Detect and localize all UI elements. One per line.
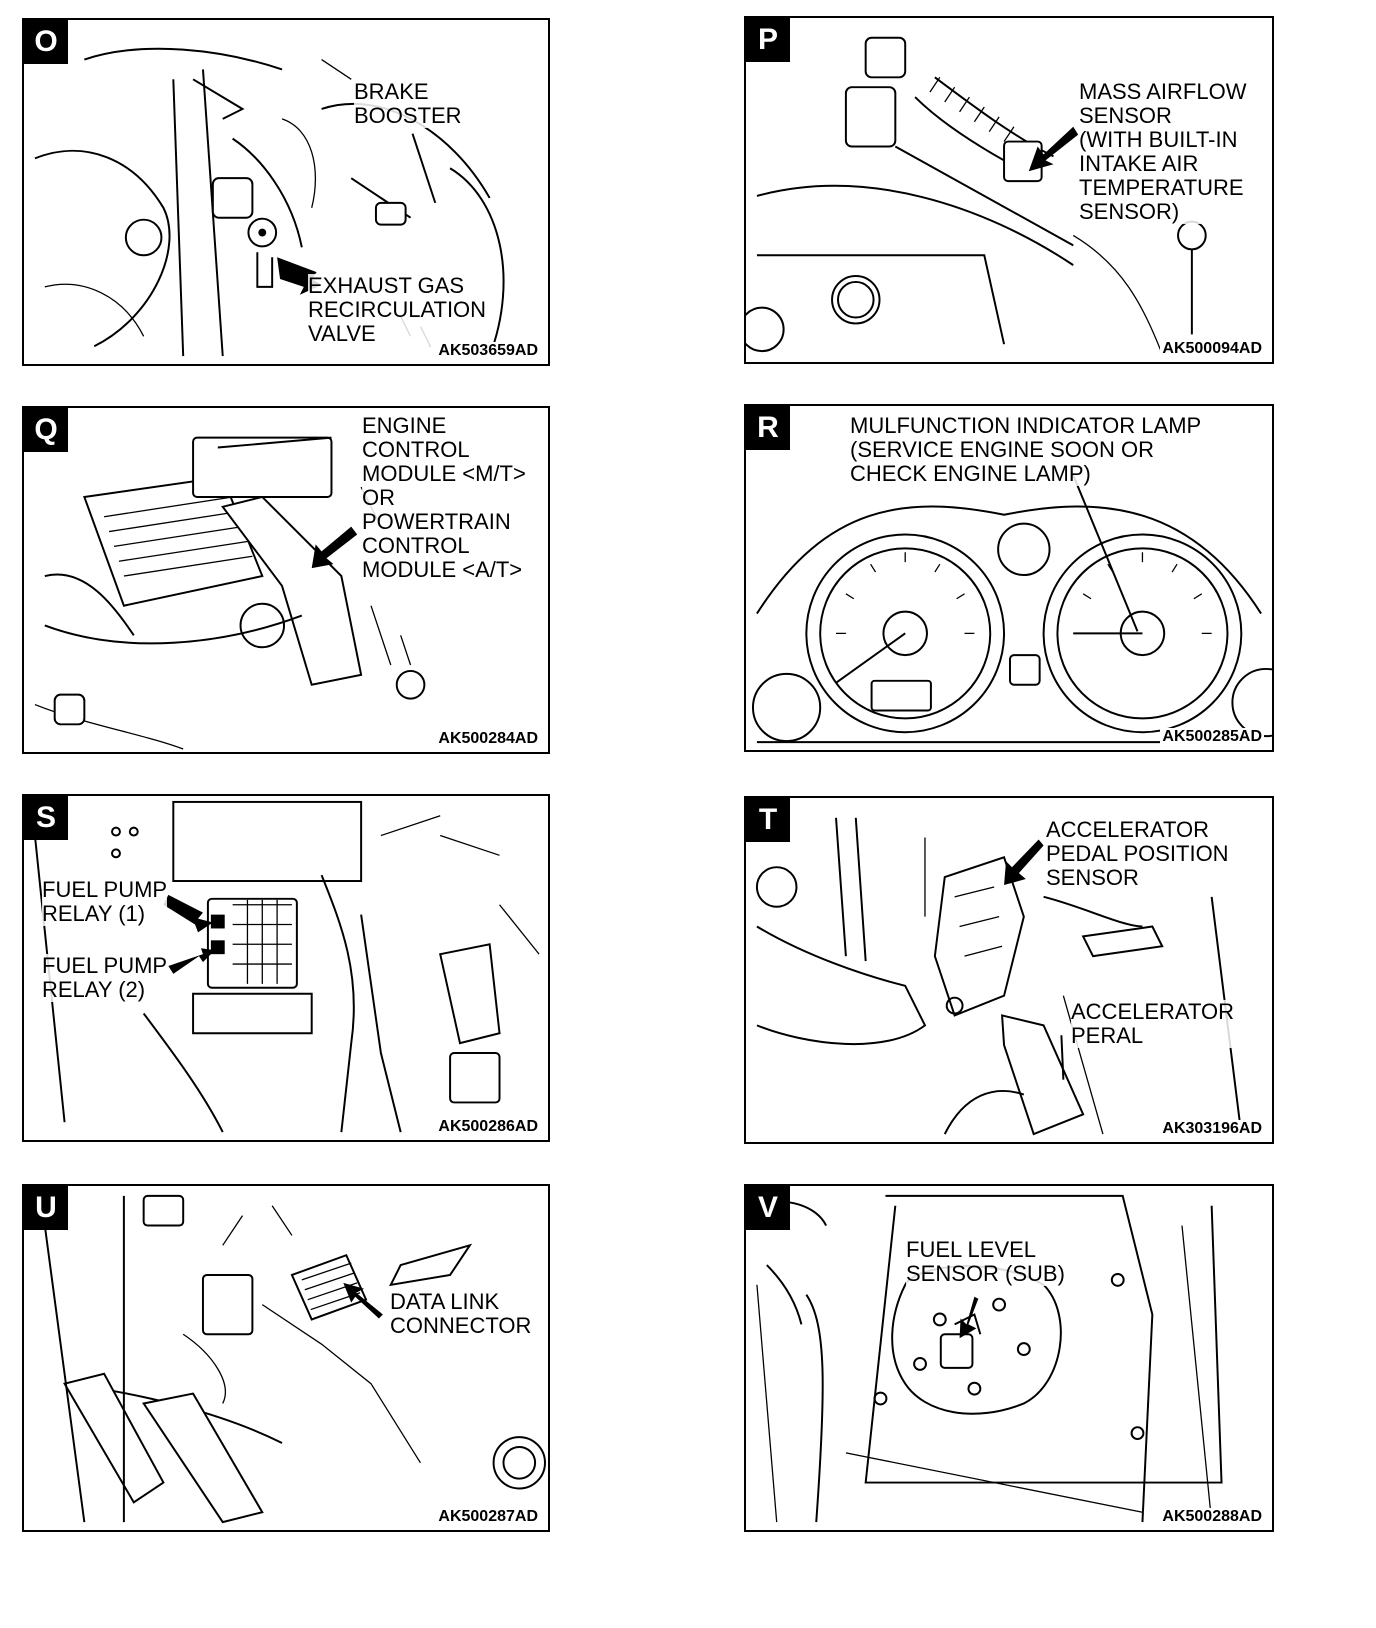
panel-letter: R [746,406,790,450]
panel-r: R MULFUNCTION INDICATOR LAMP (SERVICE EN… [744,404,1274,752]
instrument-cluster-illustration [751,474,1272,744]
panel-o: O BRAKE BOOSTER EXHAUST GAS RECIRCULATIO… [22,18,550,366]
mass-airflow-sensor-illustration [746,36,1207,355]
panel-p: P MASS AIRFLOW SENSOR (WITH BUILT-IN INT… [744,16,1274,364]
accelerator-pedal-illustration [755,817,1243,1136]
panel-q: Q ENGINE CONTROL MODULE <M/T> OR POWERTR… [22,406,550,754]
fuel-pump-relay-illustration [33,800,540,1133]
fuel-level-sensor-sub-label: FUEL LEVEL SENSOR (SUB) [906,1237,1065,1286]
figure-code: AK500286AD [436,1118,540,1136]
mass-airflow-sensor-label: MASS AIRFLOW SENSOR (WITH BUILT-IN INTAK… [1079,79,1247,224]
data-link-connector-label: DATA LINK CONNECTOR [390,1289,532,1338]
panel-u: U DATA LINK CONNECTOR AK500287AD [22,1184,550,1532]
fuel-level-sensor-illustration [756,1194,1223,1523]
figure-code: AK503659AD [436,342,540,360]
panel-letter: S [24,796,68,840]
egr-valve-label: EXHAUST GAS RECIRCULATION VALVE [308,273,487,346]
accelerator-pedal-position-sensor-label: ACCELERATOR PEDAL POSITION SENSOR [1046,817,1229,890]
panel-s: S FUEL PUMP RELAY (1) FUEL PUMP RELAY (2… [22,794,550,1142]
figure-code: AK500287AD [436,1508,540,1526]
data-link-connector-illustration [43,1194,546,1524]
panel-v: V FUEL LEVEL SENSOR (SUB) AK500288AD [744,1184,1274,1532]
panel-letter: P [746,18,790,62]
malfunction-indicator-lamp-label: MULFUNCTION INDICATOR LAMP (SERVICE ENGI… [850,413,1202,486]
panel-letter: O [24,20,68,64]
brake-booster-label: BRAKE BOOSTER [354,79,462,128]
figure-code: AK500094AD [1160,340,1264,358]
fuel-pump-relay-1-label: FUEL PUMP RELAY (1) [42,877,168,926]
panel-letter: T [746,798,790,842]
fuel-pump-relay-2-label: FUEL PUMP RELAY (2) [42,953,168,1002]
figure-code: AK500284AD [436,730,540,748]
panel-letter: U [24,1186,68,1230]
accelerator-pedal-label: ACCELERATOR PERAL [1071,999,1235,1048]
engine-control-module-illustration [34,436,426,750]
ecm-pcm-label: ENGINE CONTROL MODULE <M/T> OR POWERTRAI… [362,413,526,582]
panel-t: T ACCELERATOR PEDAL POSITION SENSOR ACCE… [744,796,1274,1144]
figure-code: AK500285AD [1160,728,1264,746]
panel-letter: Q [24,408,68,452]
figure-code: AK500288AD [1160,1508,1264,1526]
figure-code: AK303196AD [1160,1120,1264,1138]
panel-letter: V [746,1186,790,1230]
